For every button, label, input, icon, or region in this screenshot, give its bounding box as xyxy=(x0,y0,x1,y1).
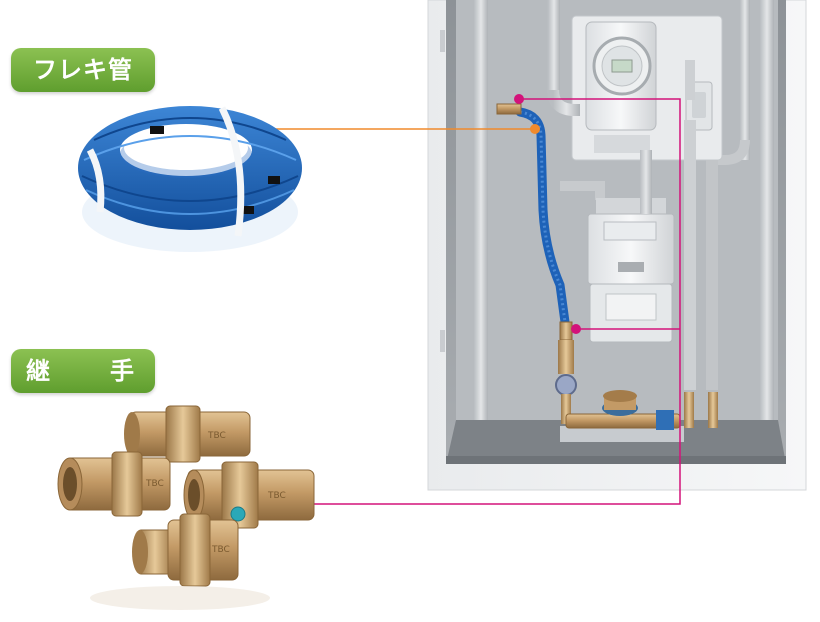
brass-fitting-image: TBC TBC TBC TBC xyxy=(57,405,315,610)
fitting-label: 継 手 xyxy=(11,349,155,393)
gas-meter-icon xyxy=(547,0,675,343)
fitting-marking: TBC xyxy=(207,431,226,441)
flex-pipe-coil-image xyxy=(78,106,302,252)
flex-pipe-label: フレキ管 xyxy=(11,48,155,92)
fitting-marking: TBC xyxy=(267,491,286,501)
electric-meter-icon xyxy=(571,15,723,161)
fitting-marking: TBC xyxy=(211,545,230,555)
fitting-marking: TBC xyxy=(145,479,164,489)
water-meter-icon xyxy=(560,390,718,442)
flex-pipe-leader-line xyxy=(267,124,540,134)
fitting-leader-line xyxy=(306,94,681,505)
